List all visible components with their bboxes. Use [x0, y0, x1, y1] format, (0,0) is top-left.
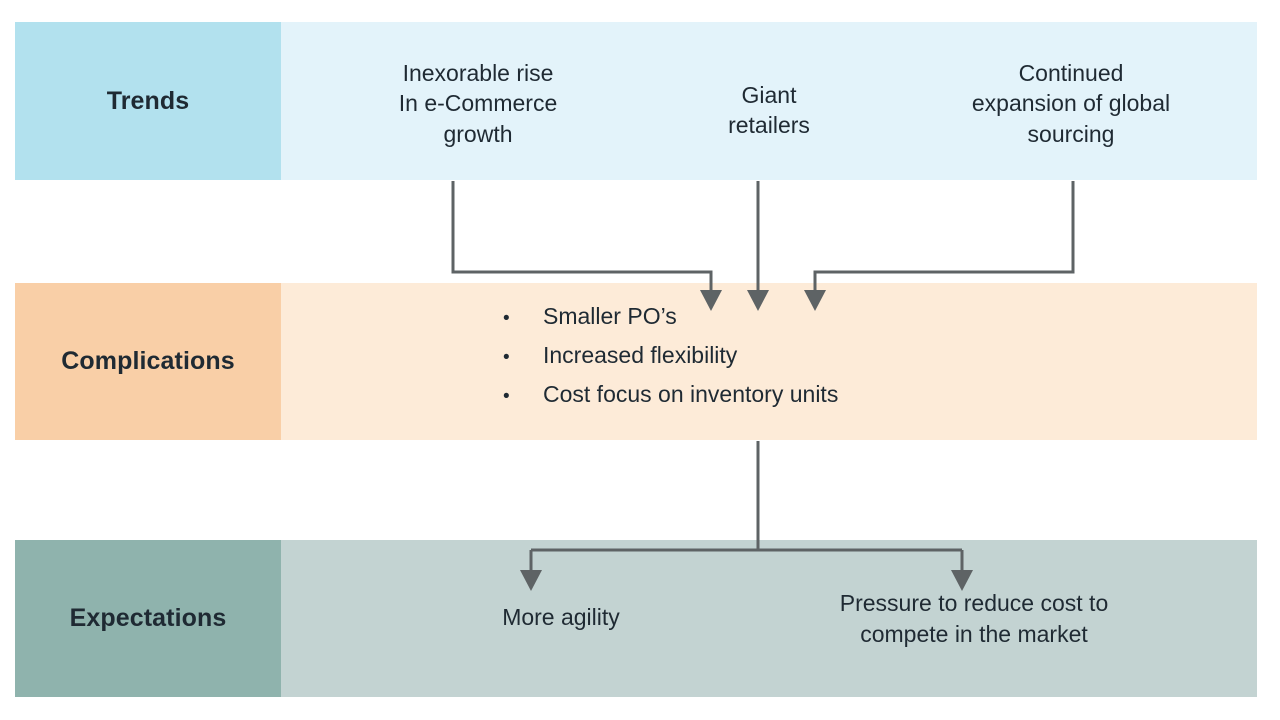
trend-item-global-sourcing: Continued expansion of global sourcing [971, 60, 1171, 147]
band-label-expectations: Expectations [15, 540, 281, 697]
list-item: • Smaller PO’s [503, 303, 838, 329]
band-body-complications: • Smaller PO’s • Increased flexibility •… [281, 283, 1257, 440]
trend-item-giant-retailers: Giant retailers [728, 82, 810, 139]
list-item: • Increased flexibility [503, 342, 838, 368]
band-trends: Trends Inexorable rise In e-Commerce gro… [15, 22, 1257, 180]
band-label-complications: Complications [15, 283, 281, 440]
expectation-item-pressure-reduce-cost: Pressure to reduce cost to compete in th… [839, 590, 1109, 647]
list-item: • Cost focus on inventory units [503, 381, 839, 407]
band-body-trends: Inexorable rise In e-Commerce growth Gia… [281, 22, 1257, 180]
expectation-item-more-agility: More agility [502, 604, 620, 630]
complication-text: Smaller PO’s [543, 303, 677, 329]
connector-global-sourcing-to-complications [813, 181, 1075, 290]
bullet-icon: • [503, 347, 510, 368]
complication-text: Increased flexibility [543, 342, 738, 368]
band-complications: Complications • Smaller PO’s • Increased… [15, 283, 1257, 440]
band-body-expectations: More agility Pressure to reduce cost to … [281, 540, 1257, 697]
band-expectations: Expectations More agility Pressure to re… [15, 540, 1257, 697]
complication-bullet-list: • Smaller PO’s • Increased flexibility •… [503, 305, 838, 422]
trend-item-ecommerce: Inexorable rise In e-Commerce growth [398, 60, 558, 147]
band-label-trends: Trends [15, 22, 281, 180]
bullet-icon: • [503, 308, 510, 329]
bullet-icon: • [503, 386, 510, 407]
connector-ecommerce-to-complications [451, 181, 713, 290]
complication-text: Cost focus on inventory units [543, 381, 839, 407]
